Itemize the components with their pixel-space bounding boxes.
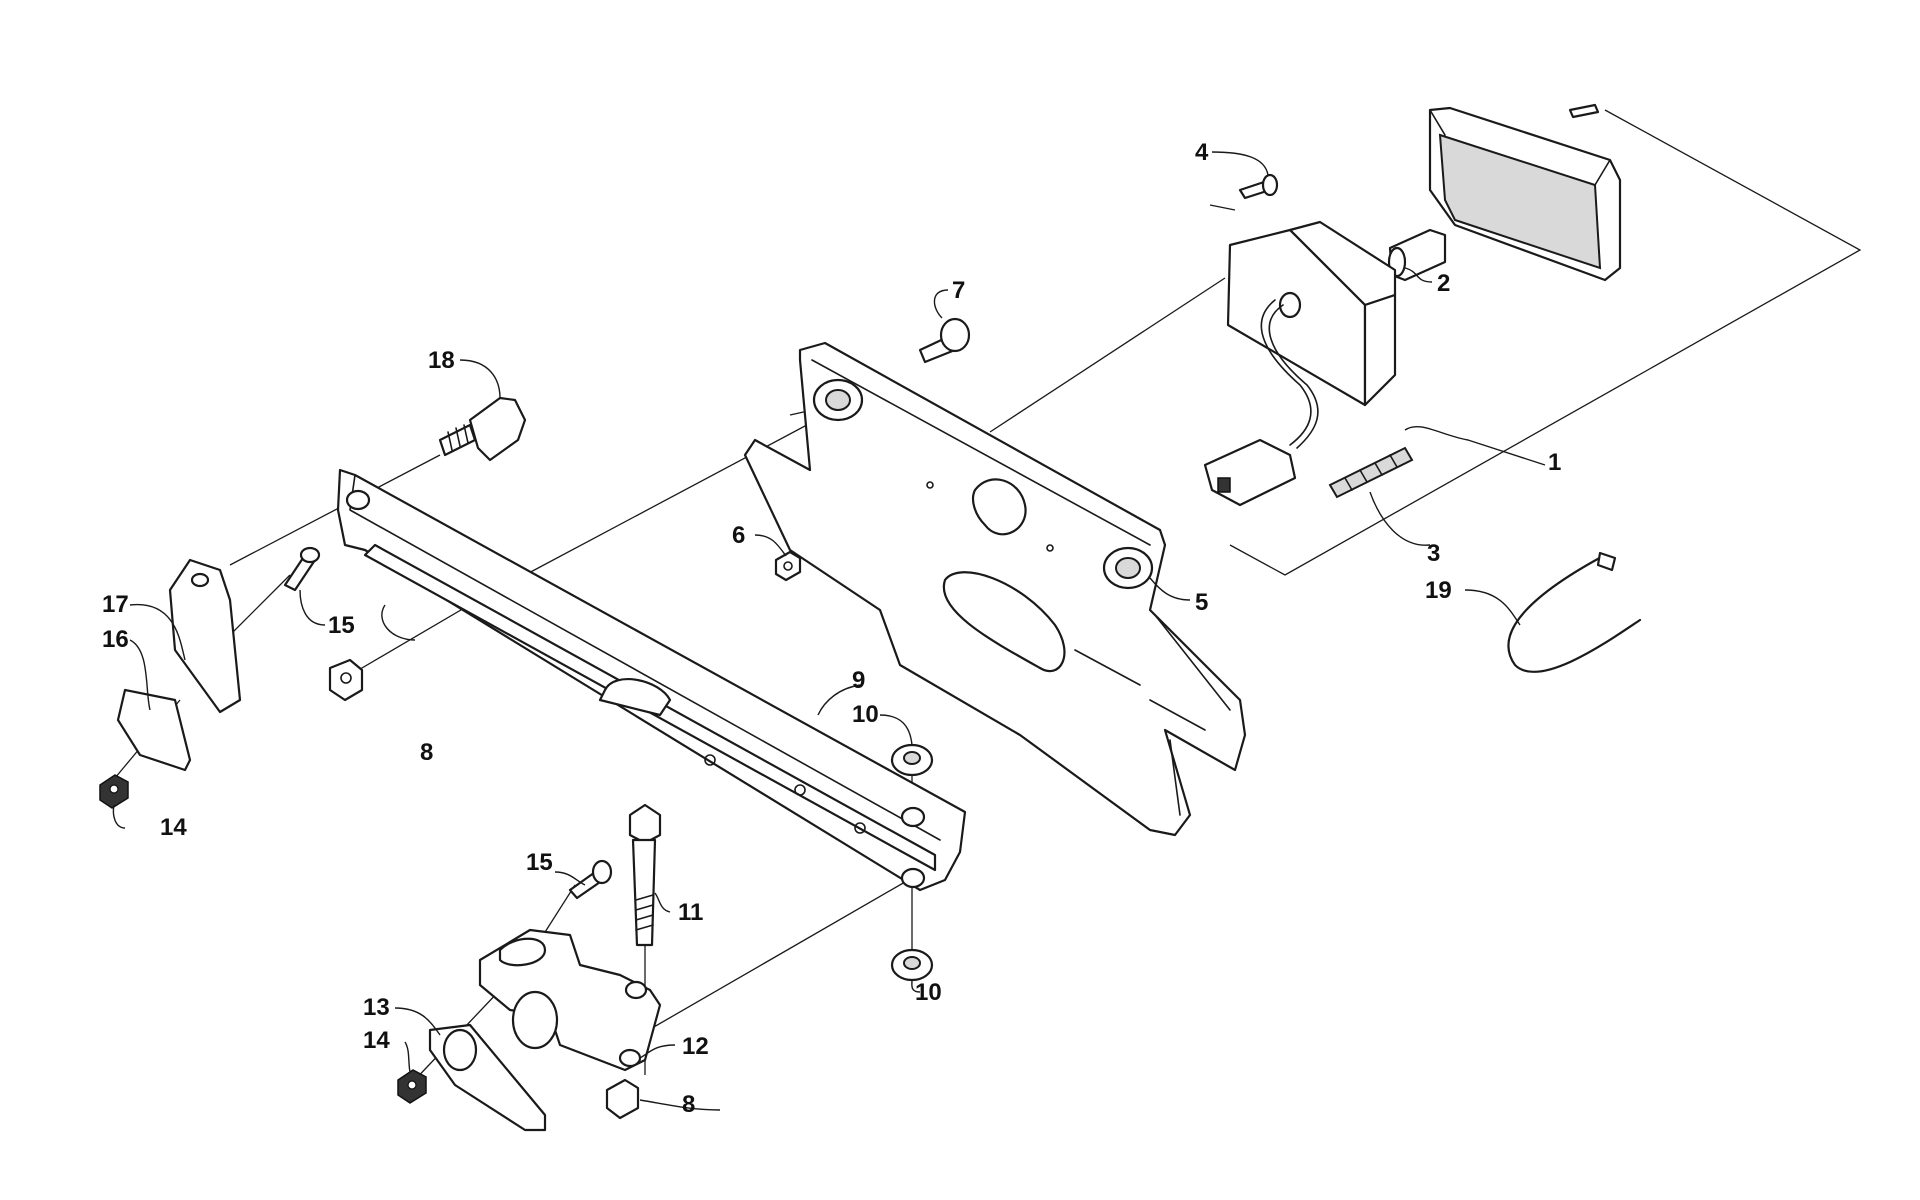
gasket-plate: [428, 1023, 547, 1132]
screw-item-15-upper: [283, 546, 321, 592]
callout-11: 11: [678, 899, 703, 926]
long-bolt: [628, 803, 662, 947]
nut-item-6: [774, 550, 802, 582]
callout-3: 3: [1427, 540, 1440, 567]
screw-item-7: [918, 317, 971, 364]
callout-14-lower: 14: [363, 1027, 390, 1054]
cable-tie: [1507, 551, 1642, 673]
tail-light-lens: [1428, 103, 1622, 282]
main-bracket: [336, 468, 967, 892]
callout-12: 12: [682, 1033, 709, 1060]
screw-item-15-lower: [568, 859, 613, 900]
reflector-plate: [116, 688, 192, 772]
callout-8-lower: 8: [682, 1091, 695, 1118]
flange-nut-upper: [99, 774, 129, 809]
callout-4: 4: [1195, 139, 1209, 166]
flange-nut-lower: [397, 1069, 427, 1104]
callout-10-lower: 10: [915, 979, 942, 1006]
hex-nut-upper: [328, 658, 364, 702]
callout-labels: 1 2 3 4 5 6 7 8 8 9 10 10 11 12 13 14 14…: [102, 139, 1561, 1118]
lower-mount-bracket: [478, 928, 662, 1072]
callout-16: 16: [102, 626, 129, 653]
knob: [438, 396, 527, 462]
callout-7: 7: [952, 277, 965, 304]
callout-leaders: [112, 151, 1546, 1111]
callout-13: 13: [363, 994, 390, 1021]
callout-15-lower: 15: [526, 849, 553, 876]
wire-grommet: [1328, 446, 1414, 499]
callout-5: 5: [1195, 589, 1208, 616]
callout-15-upper: 15: [328, 612, 355, 639]
callout-19: 19: [1425, 577, 1452, 604]
washer-lower: [890, 948, 934, 982]
callout-17: 17: [102, 591, 129, 618]
tail-light-housing: [1203, 220, 1397, 507]
callout-10-upper: 10: [852, 701, 879, 728]
callout-6: 6: [732, 522, 745, 549]
license-plate-bracket: [743, 341, 1247, 837]
callout-9: 9: [852, 667, 865, 694]
callout-2: 2: [1437, 270, 1450, 297]
screw-item-4: [1238, 173, 1279, 200]
angle-plate: [168, 558, 242, 714]
callout-18: 18: [428, 347, 455, 374]
hex-nut-lower: [605, 1078, 640, 1120]
callout-14-upper: 14: [160, 814, 187, 841]
washer-upper: [890, 743, 934, 777]
callout-1: 1: [1548, 449, 1561, 476]
callout-8-upper: 8: [420, 739, 433, 766]
